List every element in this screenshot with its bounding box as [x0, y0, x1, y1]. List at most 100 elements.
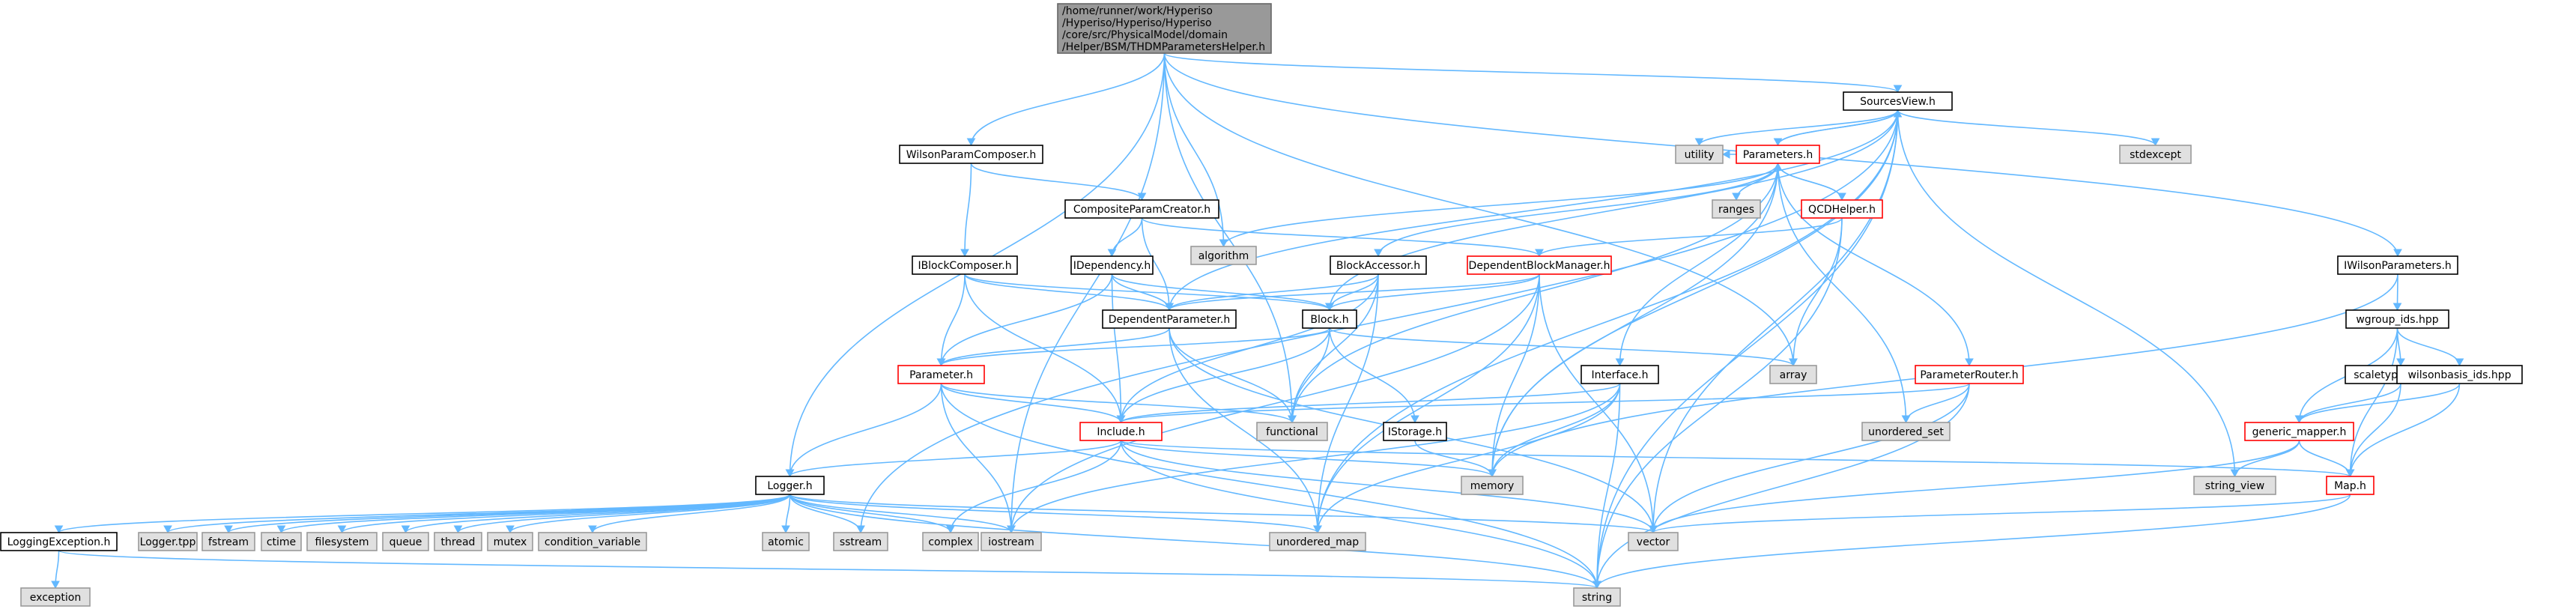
node-include[interactable]: Include.h — [1079, 422, 1163, 441]
edge-arrowhead-root-to-sourcesview — [1893, 85, 1903, 94]
node-box-parameters — [1736, 145, 1820, 164]
edge-parameters-to-unordered_set — [1777, 163, 1907, 423]
node-block[interactable]: Block.h — [1302, 309, 1357, 329]
edge-block-to-functional — [1291, 327, 1330, 423]
node-parameter[interactable]: Parameter.h — [897, 365, 985, 384]
node-box-functional — [1256, 422, 1328, 441]
node-label-parameterrouter: ParameterRouter.h — [1920, 369, 2018, 381]
edge-root-to-functional — [1163, 52, 1293, 423]
edge-arrowhead-wilsonparamcomposer-to-iblockcomposer — [960, 249, 969, 258]
edge-parameters-to-memory — [1491, 163, 1779, 477]
node-box-mutex — [487, 532, 533, 551]
node-iwilsonparameters[interactable]: IWilsonParameters.h — [2337, 255, 2458, 275]
node-dependentblockmanager[interactable]: DependentBlockManager.h — [1467, 255, 1612, 275]
node-dependentparameter[interactable]: DependentParameter.h — [1102, 309, 1237, 329]
node-fstream: fstream — [201, 532, 255, 551]
edge-arrowhead-logger-to-loggertpp — [163, 525, 172, 534]
edge-arrowhead-wgroup-to-scaletype — [2396, 358, 2405, 367]
edge-dependentblockmanager-to-block — [1329, 273, 1540, 311]
edge-interface-to-memory — [1491, 383, 1621, 477]
edge-include-to-string — [1120, 440, 1598, 589]
edge-arrowhead-parameter-to-functional — [1288, 415, 1297, 424]
edge-arrowhead-block-to-istorage — [1410, 415, 1419, 424]
node-generic_mapper[interactable]: generic_mapper.h — [2244, 422, 2354, 441]
node-label-root-line-3: /Helper/BSM/THDMParametersHelper.h — [1062, 41, 1265, 53]
node-string: string — [1573, 587, 1621, 607]
node-vector: vector — [1628, 532, 1679, 551]
node-complex: complex — [922, 532, 979, 551]
node-box-condition_variable — [538, 532, 647, 551]
node-box-exception — [20, 587, 91, 607]
edge-arrowhead-logger-to-fstream — [224, 525, 233, 534]
node-sstream: sstream — [833, 532, 888, 551]
edge-block-to-include — [1120, 327, 1330, 423]
node-box-filesystem — [306, 532, 378, 551]
node-label-algorithm: algorithm — [1198, 250, 1249, 262]
edge-arrowhead-logger-to-condition_variable — [588, 525, 597, 534]
node-interface[interactable]: Interface.h — [1581, 365, 1659, 384]
edge-arrowhead-root-to-iwilsonparameters — [2393, 249, 2402, 258]
edge-interface-to-include — [1120, 383, 1621, 423]
node-box-atomic — [762, 532, 810, 551]
node-root[interactable]: /home/runner/work/Hyperiso/Hyperiso/Hype… — [1057, 3, 1272, 54]
edge-arrowhead-iwilsonparameters-to-wgroup — [2392, 303, 2402, 312]
node-label-functional: functional — [1266, 426, 1318, 438]
node-box-dependentblockmanager — [1467, 255, 1612, 275]
node-unordered_set: unordered_set — [1861, 422, 1951, 441]
node-thread: thread — [434, 532, 482, 551]
edge-wilsonparamcomposer-to-iblockcomposer — [964, 163, 972, 257]
edge-include-to-vector — [1120, 440, 1654, 533]
node-logger[interactable]: Logger.h — [755, 476, 825, 495]
node-wilsonbasis[interactable]: wilsonbasis_ids.hpp — [2396, 365, 2523, 384]
edge-arrowhead-sourcesview-to-stdexcept — [2151, 138, 2160, 147]
edge-logger-to-complex — [789, 494, 951, 533]
node-qcdhelper[interactable]: QCDHelper.h — [1801, 199, 1883, 219]
edge-include-to-logger — [789, 440, 1122, 477]
node-box-ctime — [261, 532, 302, 551]
node-label-string: string — [1582, 592, 1612, 604]
edge-arrowhead-include-to-logger — [785, 469, 795, 478]
node-label-wilsonbasis: wilsonbasis_ids.hpp — [2407, 369, 2511, 381]
node-label-unordered_set: unordered_set — [1868, 426, 1944, 438]
node-label-root-line-1: /Hyperiso/Hyperiso/Hyperiso — [1062, 17, 1212, 29]
node-parameters[interactable]: Parameters.h — [1736, 145, 1820, 164]
node-label-filesystem: filesystem — [315, 536, 369, 548]
node-wilsonparamcomposer[interactable]: WilsonParamComposer.h — [899, 145, 1043, 164]
edge-logger-to-mutex — [509, 494, 791, 533]
edge-interface-to-unordered_map — [1317, 383, 1621, 533]
node-iblockcomposer[interactable]: IBlockComposer.h — [912, 255, 1018, 275]
node-box-compositeparamcreator — [1064, 199, 1219, 219]
edge-logger-to-condition_variable — [592, 494, 791, 533]
edge-arrowhead-dependentblockmanager-to-dependentparameter — [1165, 303, 1174, 312]
node-compositeparamcreator[interactable]: CompositeParamCreator.h — [1064, 199, 1219, 219]
edge-arrowhead-generic_mapper-to-string_view — [2230, 469, 2240, 478]
node-box-dependentparameter — [1102, 309, 1237, 329]
node-label-parameter: Parameter.h — [909, 369, 973, 381]
edge-arrowhead-parameters-to-parameterrouter — [1965, 358, 1974, 367]
edge-qcdhelper-to-dependentblockmanager — [1539, 217, 1843, 257]
edge-include-to-map — [1120, 440, 2351, 477]
node-label-parameters: Parameters.h — [1743, 149, 1813, 161]
node-sourcesview[interactable]: SourcesView.h — [1843, 91, 1953, 111]
edge-blockaccessor-to-dependentparameter — [1169, 273, 1379, 311]
node-parameterrouter[interactable]: ParameterRouter.h — [1915, 365, 2024, 384]
node-box-iblockcomposer — [912, 255, 1018, 275]
node-loggingexception[interactable]: LoggingException.h — [0, 532, 118, 551]
node-label-istorage: IStorage.h — [1388, 426, 1442, 438]
node-label-ctime: ctime — [267, 536, 296, 548]
edge-iblockcomposer-to-block — [964, 273, 1330, 311]
node-wgroup[interactable]: wgroup_ids.hpp — [2345, 309, 2449, 329]
node-label-iwilsonparameters: IWilsonParameters.h — [2344, 260, 2452, 272]
edge-arrowhead-istorage-to-memory — [1488, 469, 1497, 478]
edge-arrowhead-loggingexception-to-string — [1592, 581, 1601, 590]
node-idependency[interactable]: IDependency.h — [1070, 255, 1154, 275]
edge-logger-to-string — [789, 494, 1598, 589]
node-map[interactable]: Map.h — [2326, 476, 2375, 495]
node-istorage[interactable]: IStorage.h — [1383, 422, 1447, 441]
node-box-parameter — [897, 365, 985, 384]
node-box-vector — [1628, 532, 1679, 551]
node-label-loggingexception: LoggingException.h — [7, 536, 111, 548]
node-label-wilsonparamcomposer: WilsonParamComposer.h — [906, 149, 1037, 161]
edge-logger-to-thread — [457, 494, 791, 533]
node-blockaccessor[interactable]: BlockAccessor.h — [1330, 255, 1427, 275]
